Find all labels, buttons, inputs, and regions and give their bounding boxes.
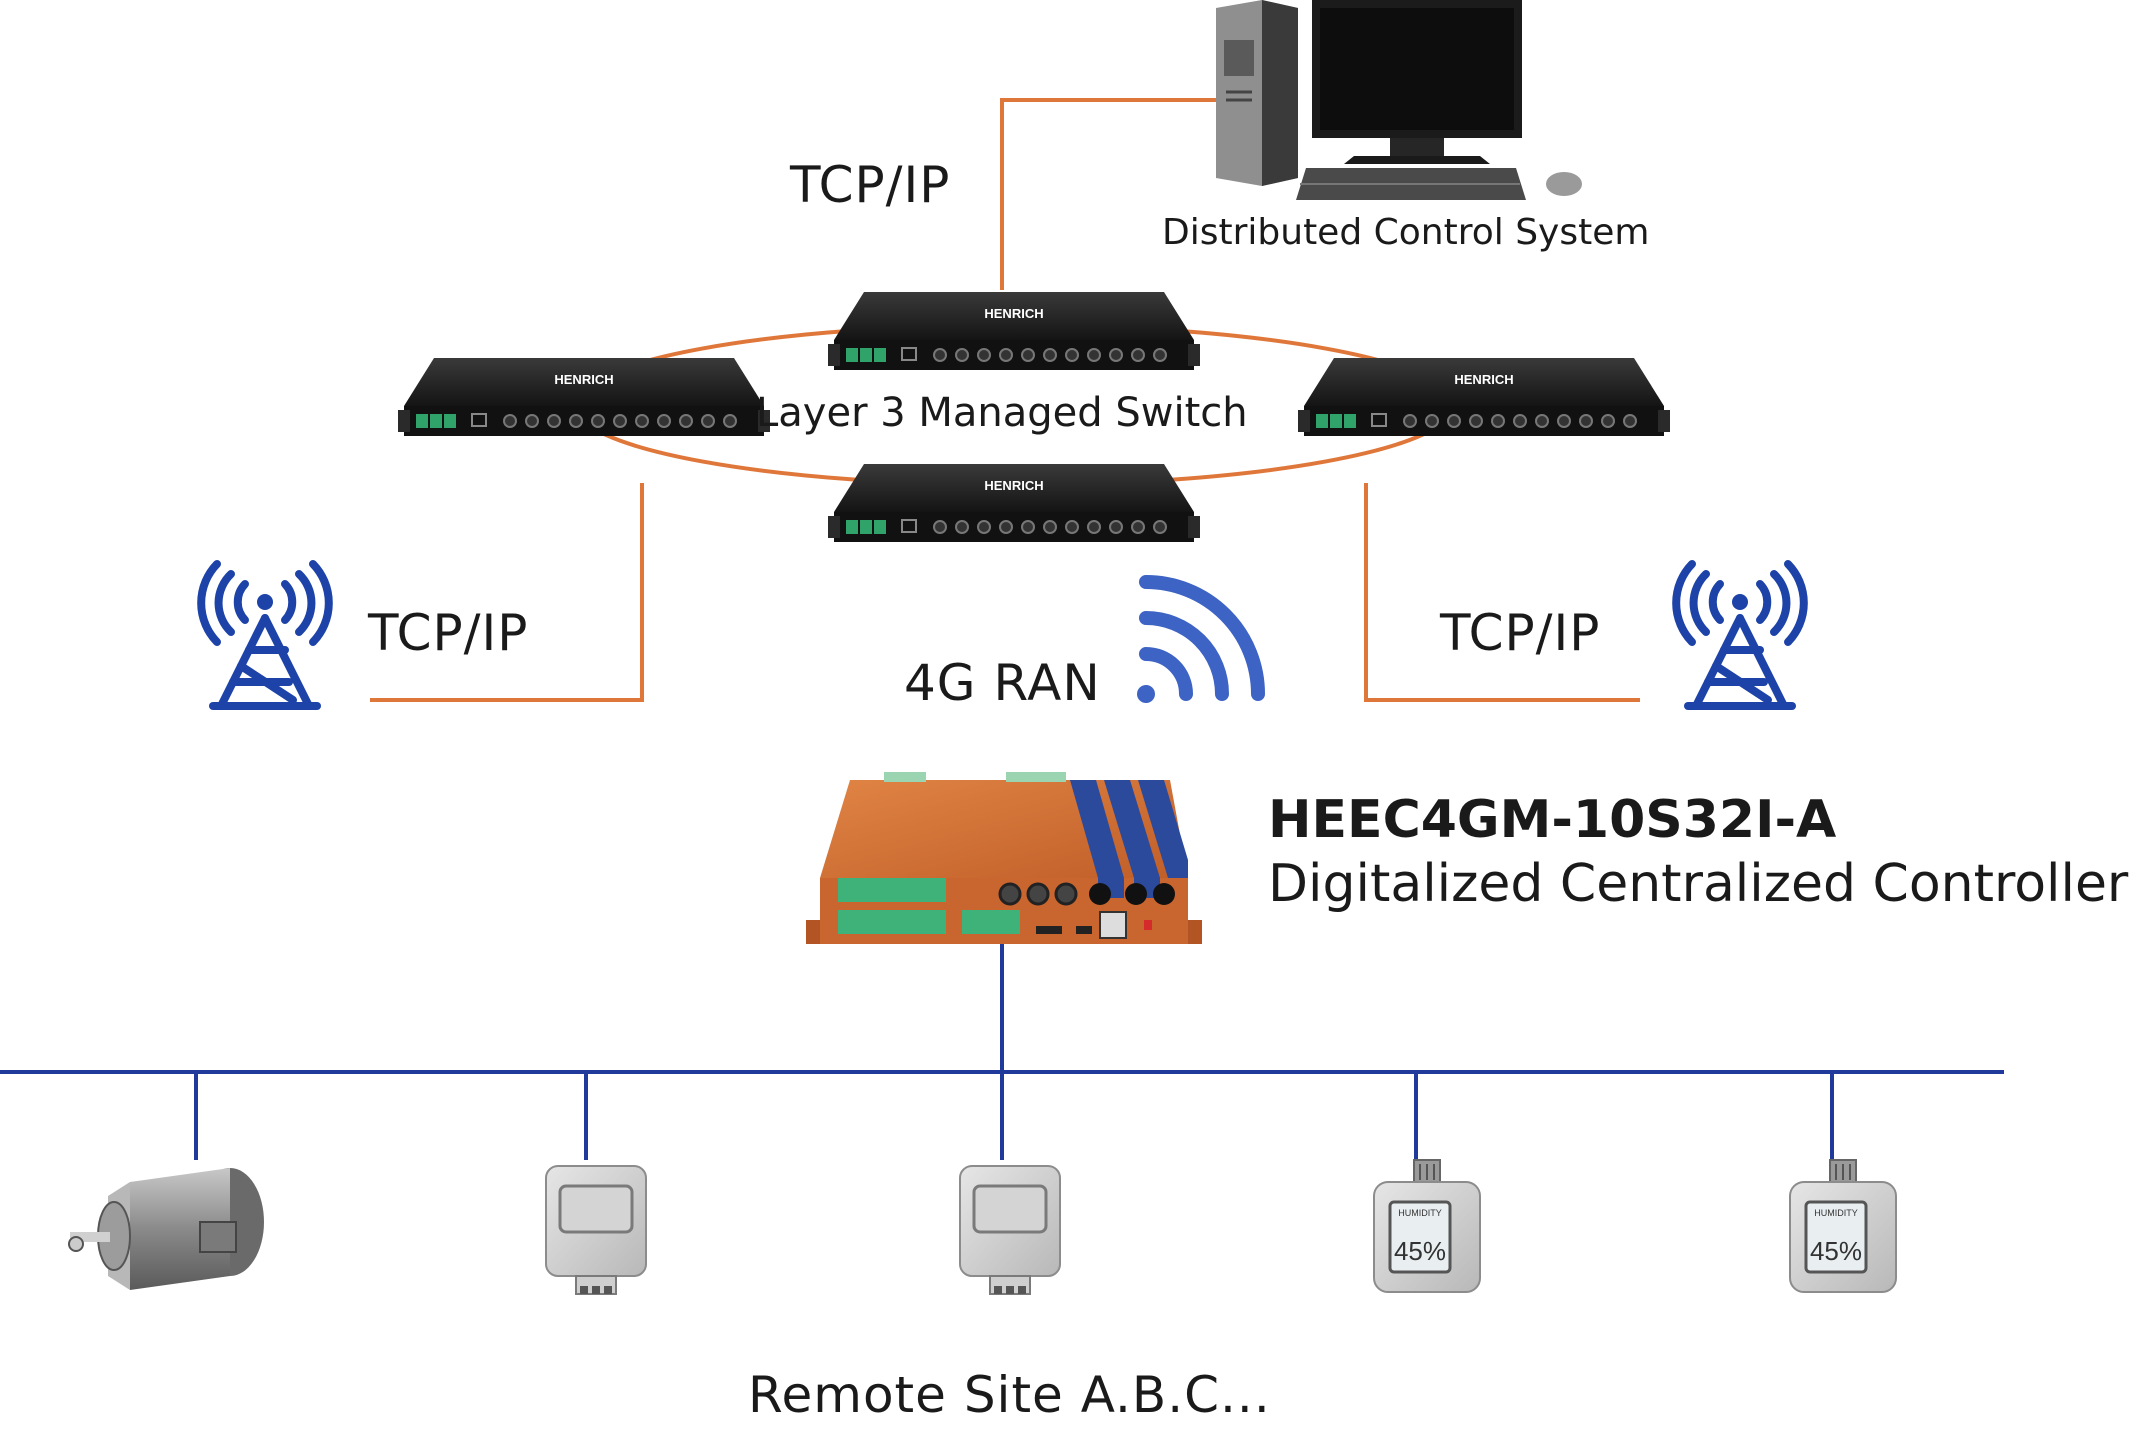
dcs-label: Distributed Control System: [1162, 212, 1650, 253]
switch-brand-label: HENRICH: [1454, 372, 1513, 387]
switch-brand-label: HENRICH: [554, 372, 613, 387]
switch-brand-label: HENRICH: [984, 306, 1043, 321]
radio-tower-icon: [201, 564, 329, 706]
wifi-signal-icon: [1137, 575, 1265, 703]
tcpip-right-label: TCP/IP: [1440, 604, 1601, 662]
sensor-caption: HUMIDITY: [1398, 1208, 1442, 1218]
controller-model-label: HEEC4GM-10S32I-A: [1268, 790, 1837, 850]
motor-icon: [68, 1168, 264, 1290]
controller-device-icon: [806, 772, 1202, 944]
tcpip-left-label: TCP/IP: [368, 604, 529, 662]
sensor-caption: HUMIDITY: [1814, 1208, 1858, 1218]
controller-name-label: Digitalized Centralized Controller: [1268, 854, 2129, 914]
remote-site-label: Remote Site A.B.C...: [748, 1366, 1271, 1424]
sensor-reading: 45%: [1810, 1236, 1862, 1266]
meter-icon: [544, 1164, 648, 1296]
ran-label: 4G RAN: [904, 654, 1101, 712]
sensor-reading: 45%: [1394, 1236, 1446, 1266]
network-switch-icon: [1297, 357, 1671, 437]
humidity-sensor-icon: [1372, 1158, 1482, 1294]
meter-icon: [958, 1164, 1062, 1296]
humidity-sensor-icon: [1788, 1158, 1898, 1294]
network-switch-icon: [397, 357, 771, 437]
network-switch-icon: [827, 463, 1201, 543]
desktop-computer-icon: [1216, 0, 1582, 200]
network-switch-icon: [827, 291, 1201, 371]
radio-tower-icon: [1676, 564, 1804, 706]
switch-brand-label: HENRICH: [984, 478, 1043, 493]
switch-label: Layer 3 Managed Switch: [756, 390, 1248, 436]
tcpip-top-label: TCP/IP: [790, 156, 951, 214]
